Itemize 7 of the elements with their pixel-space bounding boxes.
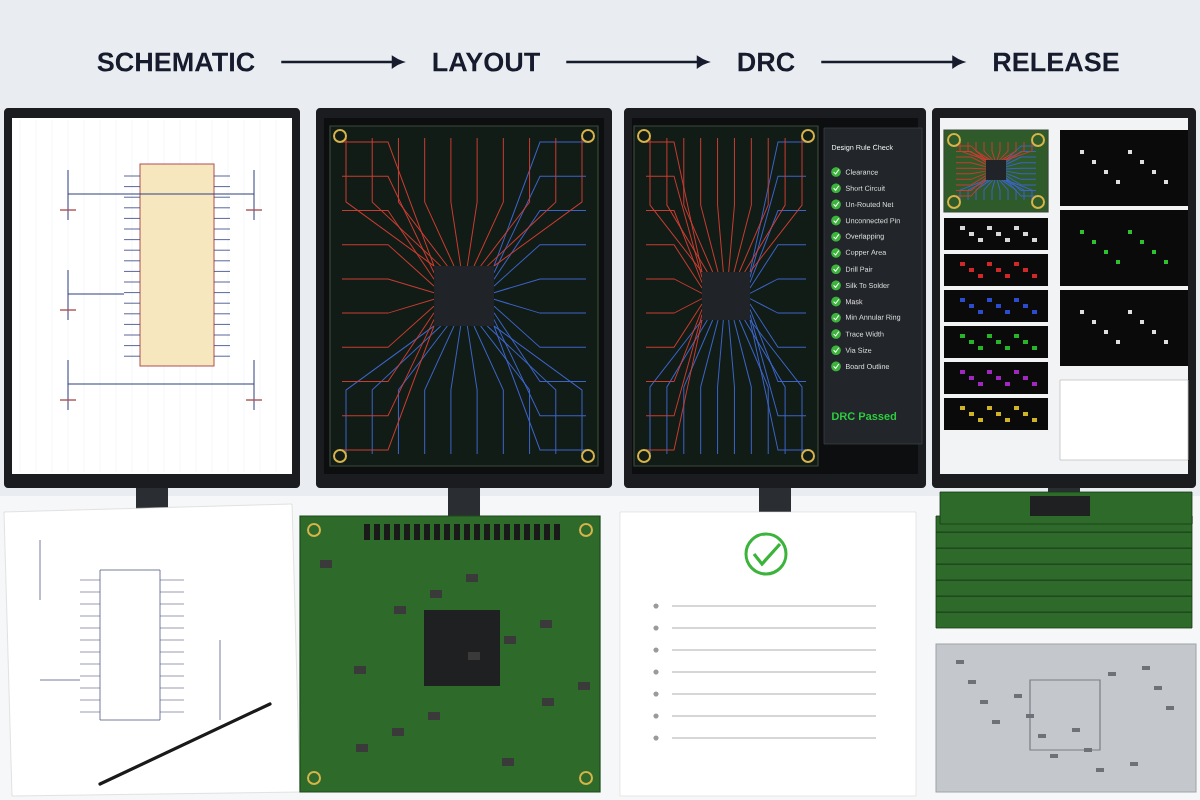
arrow <box>566 56 708 68</box>
arrow <box>821 56 964 68</box>
step-heading: SCHEMATIC <box>97 52 255 72</box>
step-heading: LAYOUT <box>433 52 540 72</box>
arrow <box>281 56 403 68</box>
step-heading: RELEASE <box>994 52 1119 72</box>
step-heading: DRC <box>738 52 795 72</box>
